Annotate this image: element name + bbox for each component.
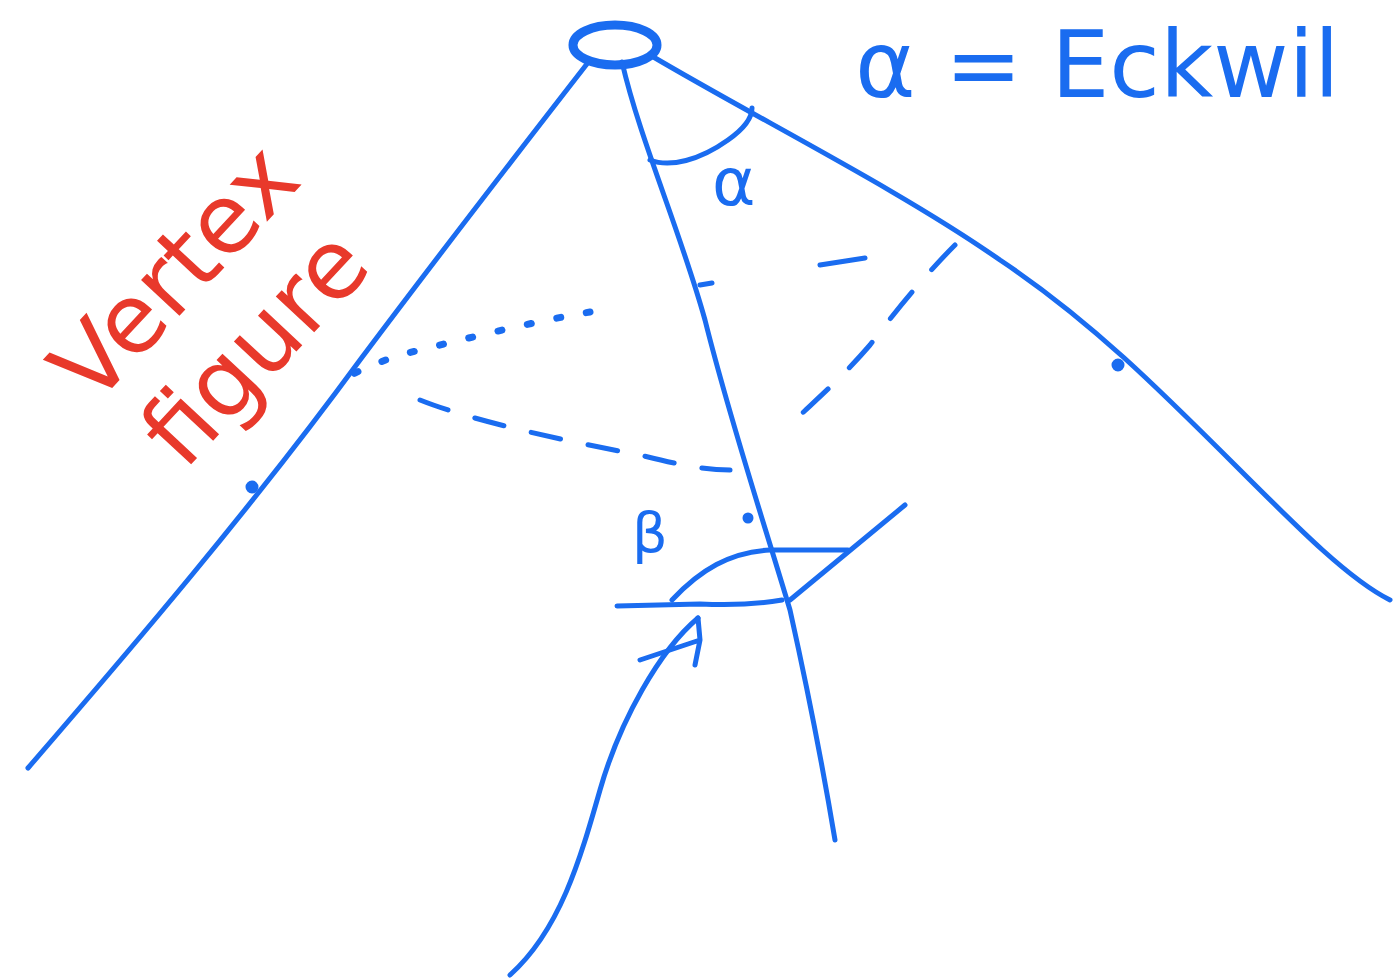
- apex-dot: [573, 25, 657, 65]
- alpha-label: α: [712, 150, 756, 216]
- beta-label: β: [632, 505, 668, 561]
- dashed-section: [790, 245, 955, 425]
- dot: [1114, 361, 1122, 369]
- vertex-figure-label: Vertex figure: [5, 96, 426, 524]
- pointer-arrow: [510, 618, 698, 975]
- arrow-head: [640, 618, 700, 665]
- dot: [745, 515, 751, 521]
- dashed-section: [420, 400, 730, 470]
- right-edge: [650, 55, 1390, 600]
- middle-edge: [622, 62, 835, 840]
- dash-mark: [820, 258, 865, 265]
- alpha-definition: α = Eckwil: [855, 20, 1340, 112]
- dotted-section: [338, 312, 590, 382]
- base-line: [617, 600, 782, 606]
- dash-mark: [700, 283, 712, 285]
- angle-arc: [672, 550, 848, 600]
- dot: [248, 483, 256, 491]
